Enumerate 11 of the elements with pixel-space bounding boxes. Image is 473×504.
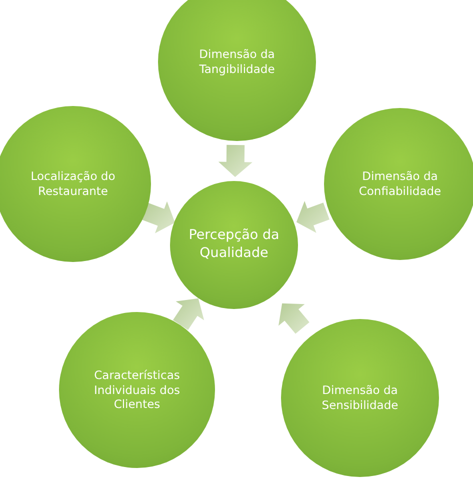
node-label: Dimensão da Sensibilidade [320,383,400,413]
node-label: Localização do Restaurante [30,169,116,199]
node-label: Dimensão da Confiabilidade [358,169,442,199]
node-label: Dimensão da Tangibilidade [198,47,276,77]
arrow [218,144,252,177]
node-label: Características Individuais dos Clientes [93,368,181,412]
arrow [278,303,310,334]
arrow [173,298,204,330]
node-label: Percepção da Qualidade [188,227,280,263]
arrow [142,201,175,234]
arrow [296,201,330,233]
